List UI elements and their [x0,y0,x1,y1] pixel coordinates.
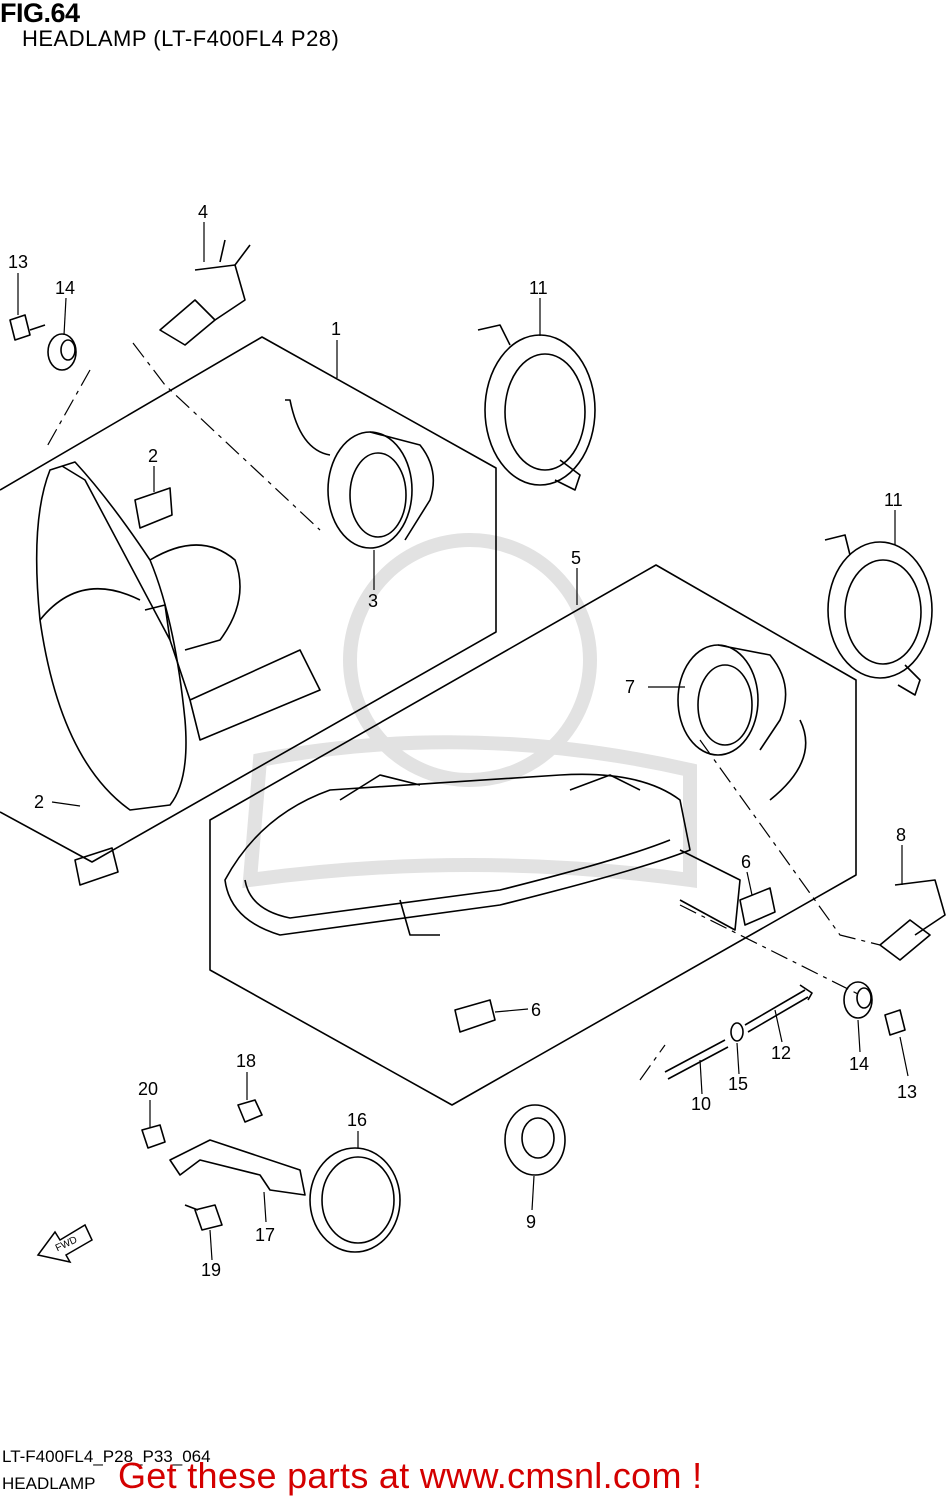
fwd-arrow-icon: FWD [36,1223,93,1264]
bulb-socket-7 [677,644,807,801]
retaining-ring-11-right [824,534,933,696]
halogen-bulb-4 [159,239,251,346]
callout-labels: 13 14 4 1 11 2 3 2 5 11 7 8 6 6 12 14 13… [8,202,917,1280]
callout-10: 10 [691,1094,711,1114]
headlamp-housing-lower [224,773,741,936]
callout-11: 11 [884,490,903,510]
headlamp-housing-upper [35,461,321,811]
section-name: HEADLAMP [2,1474,96,1493]
callout-19: 19 [201,1260,221,1280]
grommet-14-right [843,981,873,1019]
clip-2-upper [134,487,173,529]
callout-8: 8 [896,825,906,845]
grommet-14-left [47,333,77,371]
callout-6: 6 [531,1000,541,1020]
bracket-17 [169,1139,306,1196]
bulb-socket-3 [285,399,435,549]
callout-7: 7 [625,677,635,697]
nut-18 [237,1099,263,1123]
drawing-code: LT-F400FL4_P28_P33_064 [2,1447,211,1466]
leader-lines [17,222,909,1261]
callout-6: 6 [741,852,751,872]
callout-9: 9 [526,1212,536,1232]
callout-3: 3 [368,591,378,611]
callout-20: 20 [138,1079,158,1099]
assembly-box-5 [209,564,857,1106]
callout-17: 17 [255,1225,275,1245]
alignment-lines [44,342,881,1081]
clip-6-upper [739,887,776,926]
retaining-ring-11-upper [477,324,596,491]
washer-15 [730,1022,744,1042]
callout-14: 14 [55,278,75,298]
callout-14: 14 [849,1054,869,1074]
callout-2: 2 [34,792,44,812]
callout-1: 1 [331,319,341,339]
callout-11: 11 [529,278,548,298]
reflector-16 [309,1147,401,1253]
assembly-box-1 [0,336,497,863]
figure-number: FIG.64 [0,0,80,28]
bolt-19 [184,1204,223,1231]
clip-6-lower [454,999,496,1033]
grommet-9 [504,1104,566,1176]
screw-12 [744,984,813,1033]
nut-20 [141,1124,166,1149]
callout-12: 12 [771,1043,791,1063]
spring-10 [664,1039,729,1080]
bolt-13-right [884,1009,906,1036]
callout-15: 15 [728,1074,748,1094]
bolt-13-left [9,314,46,341]
watermark-logo [242,533,697,889]
halogen-bulb-8 [879,879,946,961]
callout-4: 4 [198,202,208,222]
callout-2: 2 [148,446,158,466]
callout-5: 5 [571,548,581,568]
advert-link[interactable]: Get these parts at www.cmsnl.com ! [118,1455,703,1496]
figure-title: HEADLAMP (LT-F400FL4 P28) [22,26,340,51]
callout-13: 13 [8,252,28,272]
clip-2-lower [74,847,119,886]
callout-18: 18 [236,1051,256,1071]
callout-13: 13 [897,1082,917,1102]
callout-16: 16 [347,1110,367,1130]
